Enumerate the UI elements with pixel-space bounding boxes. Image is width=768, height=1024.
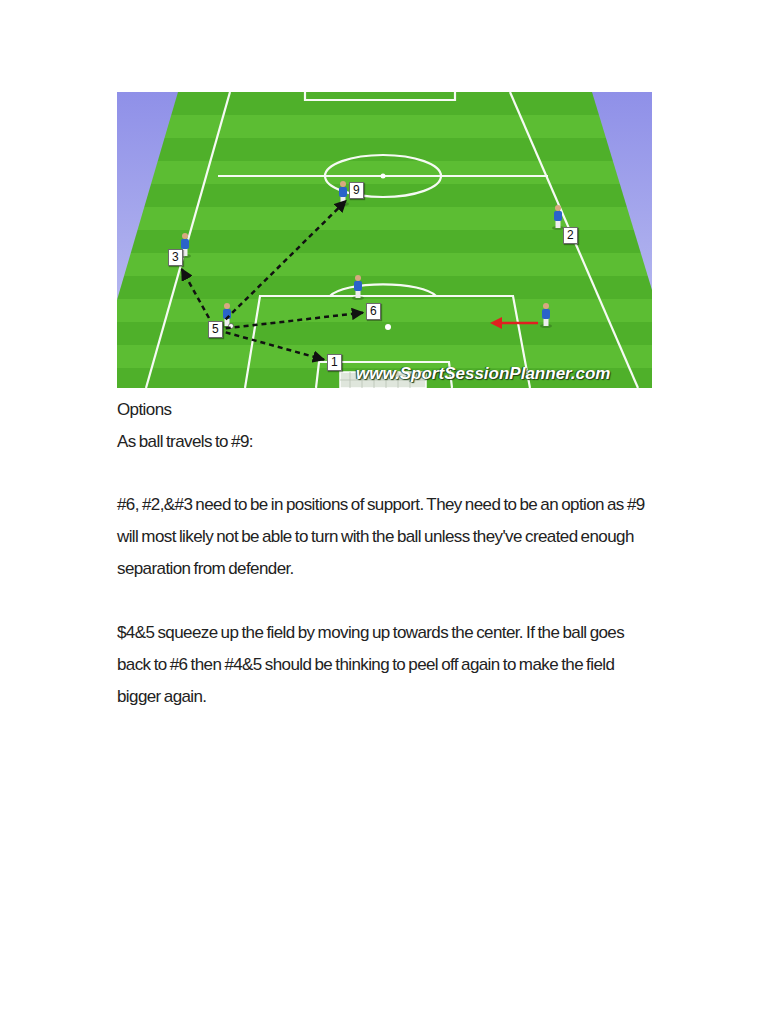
player-number: 1 [331, 355, 338, 369]
field-illustration [117, 92, 652, 388]
player-number: 6 [370, 304, 377, 318]
player-number: 9 [353, 183, 360, 197]
player-number-tag: 1 [327, 354, 342, 371]
player-number-tag: 3 [168, 249, 183, 266]
watermark: www.SportSessionPlanner.com [356, 364, 610, 384]
player-number: 3 [172, 250, 179, 264]
player-number: 5 [212, 322, 219, 336]
movement-arrow [490, 317, 538, 329]
note-paragraph: #6, #2,&#3 need to be in positions of su… [117, 489, 657, 585]
pass-arrow [226, 201, 346, 320]
player-number: 2 [567, 228, 574, 242]
player-number-tag: 9 [349, 182, 364, 199]
section-heading: Options [117, 394, 657, 426]
player-number-tag: 2 [563, 227, 578, 244]
player-number-tag: 5 [208, 321, 223, 338]
pass-arrow [226, 313, 363, 329]
note-paragraph: $4&5 squeeze up the field by moving up t… [117, 617, 657, 713]
players [179, 181, 564, 329]
subheading: As ball travels to #9: [117, 426, 657, 458]
pass-arrow [226, 332, 324, 359]
pass-arrow [182, 269, 209, 318]
player-number-tag: 6 [366, 303, 381, 320]
